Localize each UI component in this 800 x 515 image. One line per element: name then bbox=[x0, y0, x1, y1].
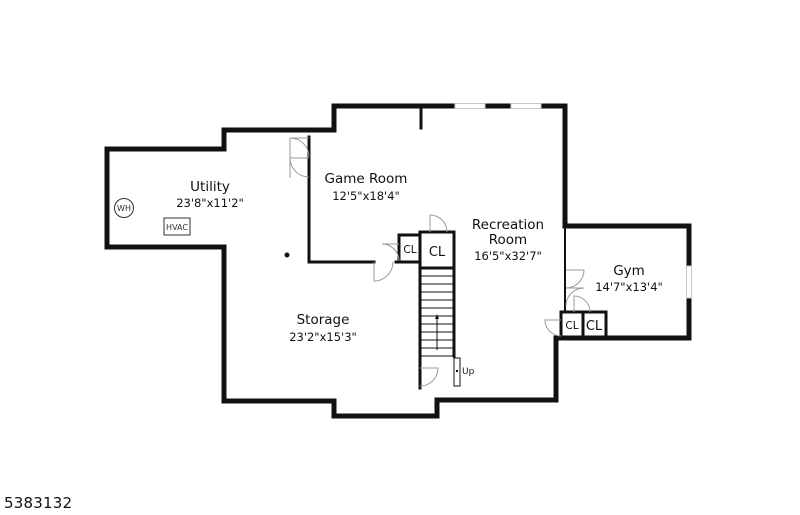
room-gym-name: Gym bbox=[613, 263, 645, 279]
door-stair-bottom bbox=[419, 367, 439, 387]
floor-drain bbox=[284, 252, 290, 258]
room-utility-dims: 23'8"x11'2" bbox=[176, 196, 244, 210]
closet-label-small-gym: CL bbox=[565, 320, 578, 332]
door-gym bbox=[565, 269, 585, 289]
room-game-dims: 12'5"x18'4" bbox=[332, 189, 400, 203]
exterior-walls bbox=[104, 103, 692, 419]
stairs-up-label: Up bbox=[462, 367, 475, 377]
door-swings bbox=[289, 137, 591, 387]
door-closet-cl bbox=[381, 243, 400, 262]
water-heater: WH bbox=[114, 198, 134, 218]
room-recreation-name-2: Room bbox=[489, 232, 527, 248]
room-recreation-name-1: Recreation bbox=[472, 217, 544, 233]
window-top-right bbox=[510, 103, 542, 109]
room-utility-name: Utility bbox=[190, 179, 230, 195]
door-gym-closet bbox=[544, 319, 562, 337]
svg-text:WH: WH bbox=[117, 204, 131, 213]
door-gym-closet-2 bbox=[573, 295, 591, 313]
closet-label-stair: CL bbox=[429, 245, 446, 260]
svg-text:HVAC: HVAC bbox=[166, 223, 188, 232]
window-gym bbox=[686, 265, 692, 299]
closet-label-gym: CL bbox=[586, 319, 603, 334]
door-game-storage bbox=[373, 261, 394, 282]
staircase bbox=[421, 275, 461, 387]
door-closet-main bbox=[429, 214, 448, 233]
room-gym-dims: 14'7"x13'4" bbox=[595, 280, 663, 294]
door-utility-game bbox=[289, 137, 310, 158]
closet-label-small-stair: CL bbox=[403, 244, 416, 256]
room-recreation-dims: 16'5"x32'7" bbox=[474, 249, 542, 263]
main-outline-wall bbox=[104, 103, 692, 419]
room-game-name: Game Room bbox=[325, 171, 408, 187]
room-storage-dims: 23'2"x15'3" bbox=[289, 330, 357, 344]
listing-id: 5383132 bbox=[4, 494, 73, 512]
window-top-left bbox=[454, 103, 486, 109]
room-storage-name: Storage bbox=[297, 312, 350, 328]
hvac-unit: HVAC bbox=[163, 217, 191, 236]
interior-walls bbox=[307, 106, 608, 390]
